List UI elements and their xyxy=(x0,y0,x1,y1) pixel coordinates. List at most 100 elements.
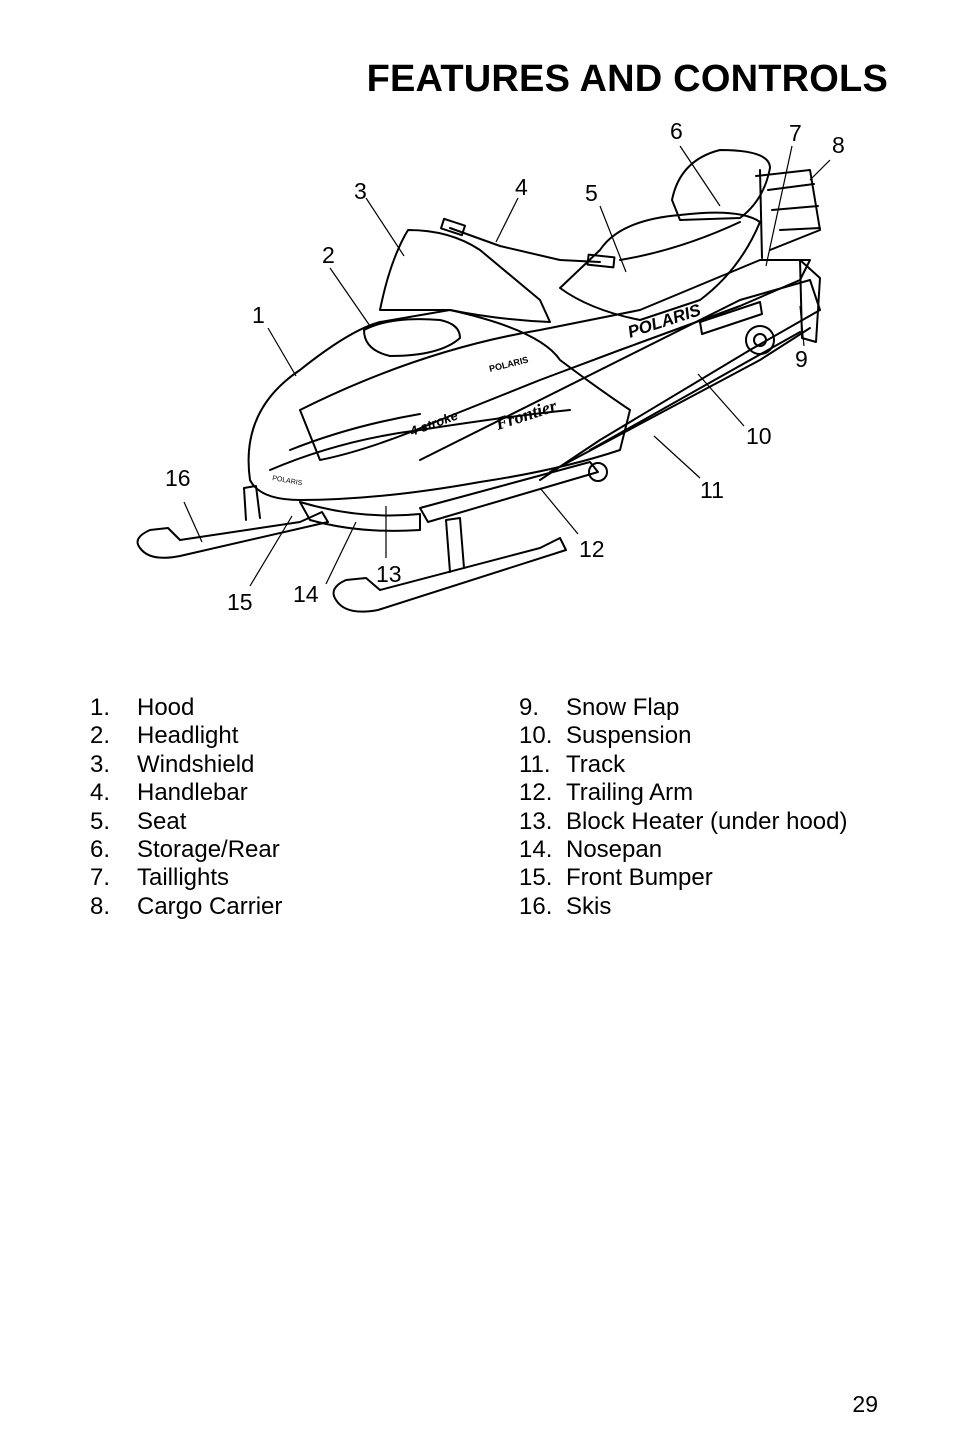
legend-num: 16. xyxy=(519,892,553,920)
callout-14: 14 xyxy=(293,581,319,607)
body-side xyxy=(299,259,811,461)
taillight xyxy=(699,301,763,335)
decal-polaris-side: POLARIS xyxy=(625,300,703,342)
legend-item: 15. Front Bumper xyxy=(519,864,847,892)
legend-num: 10. xyxy=(519,722,553,750)
legend-item: 12. Trailing Arm xyxy=(519,779,847,807)
legend-label: Hood xyxy=(137,694,195,721)
leader-12 xyxy=(539,487,579,535)
legend-item: 2. Headlight xyxy=(90,722,282,750)
legend-label: Storage/Rear xyxy=(137,836,280,864)
leader-3 xyxy=(365,197,405,257)
callout-15: 15 xyxy=(227,589,253,615)
leader-6 xyxy=(679,145,721,207)
callout-1: 1 xyxy=(252,302,265,328)
legend-item: 14. Nosepan xyxy=(519,836,847,864)
legend-item: 11.Track xyxy=(519,751,847,779)
legend-item: 13. Block Heater (under hood) xyxy=(519,808,847,836)
legend-label: Trailing Arm xyxy=(566,779,694,807)
tunnel xyxy=(419,279,821,481)
leader-1 xyxy=(267,327,297,377)
leader-14 xyxy=(325,521,357,585)
leader-8 xyxy=(809,159,831,181)
legend-item: 9. Snow Flap xyxy=(519,694,847,722)
headlight-shape xyxy=(363,318,461,357)
callout-6: 6 xyxy=(670,118,683,144)
legend-item: 5. Seat xyxy=(90,808,282,836)
legend-label: Skis xyxy=(566,892,612,920)
legend-num: 4. xyxy=(90,779,111,807)
legend-item: 1. Hood xyxy=(90,694,282,722)
callout-12: 12 xyxy=(579,536,605,562)
snowmobile-illustration: POLARIS POLARIS Frontier 4 stroke POLARI… xyxy=(136,145,831,613)
legend-label: Snow Flap xyxy=(566,694,680,721)
legend-item: 4. Handlebar xyxy=(90,779,282,807)
legend-label: Windshield xyxy=(137,750,255,778)
legend-item: 6. Storage/Rear xyxy=(90,836,282,864)
seat xyxy=(559,211,761,321)
legend-item: 10. Suspension xyxy=(519,722,847,750)
legend-label: Handlebar xyxy=(137,779,248,807)
legend-left: 1. Hood 2. Headlight 3. Windshield 4. Handle… xyxy=(90,694,282,921)
callout-13: 13 xyxy=(376,561,402,587)
callout-8: 8 xyxy=(832,132,845,158)
backrest xyxy=(671,149,771,221)
legend-num: 13. xyxy=(519,807,553,835)
handlebar xyxy=(449,227,601,263)
left-ski xyxy=(136,511,329,559)
leader-5 xyxy=(599,205,627,273)
decal-4-stroke: 4 stroke xyxy=(407,408,460,439)
leader-11 xyxy=(653,435,701,479)
legend-num: 15. xyxy=(519,864,553,892)
callout-2: 2 xyxy=(322,242,335,268)
leader-4 xyxy=(495,197,519,243)
leader-7 xyxy=(765,145,793,267)
nosepan xyxy=(299,501,421,532)
decal-frontier: Frontier xyxy=(492,395,560,434)
legend-num: 12. xyxy=(519,779,553,807)
legend-label: Taillights xyxy=(137,864,230,892)
snow-flap xyxy=(799,259,821,343)
legend-right: 9. Snow Flap 10. Suspension 11.Track 12. Tr… xyxy=(519,694,847,921)
hood xyxy=(247,309,631,501)
legend-item: 7. Taillights xyxy=(90,864,282,892)
windshield xyxy=(379,229,551,323)
legend-label: Seat xyxy=(137,807,187,835)
legend-item: 16. Skis xyxy=(519,893,847,921)
legend-num: 14. xyxy=(519,836,553,864)
legend-label: Nosepan xyxy=(566,836,663,864)
callout-16: 16 xyxy=(165,465,191,491)
legend-num: 5. xyxy=(90,807,111,835)
callout-3: 3 xyxy=(354,178,367,204)
callout-5: 5 xyxy=(585,180,598,206)
legend-label: Cargo Carrier xyxy=(137,892,283,920)
right-ski xyxy=(332,537,567,613)
legend-num: 3. xyxy=(90,750,111,778)
legend-label: Front Bumper xyxy=(566,864,713,892)
leader-10 xyxy=(697,373,745,427)
legend-num: 6. xyxy=(90,836,111,864)
legend-label: Track xyxy=(566,750,626,778)
legend-item: 8.Cargo Carrier xyxy=(90,893,282,921)
callout-10: 10 xyxy=(746,423,772,449)
leader-9 xyxy=(799,305,805,347)
callout-9: 9 xyxy=(795,346,808,372)
legend-label: Block Heater (under hood) xyxy=(566,807,848,835)
decal-bumper: POLARIS xyxy=(272,475,303,487)
legend-label: Headlight xyxy=(137,722,239,750)
callout-11: 11 xyxy=(700,477,724,503)
legend-num: 2. xyxy=(90,722,111,750)
page-title: FEATURES AND CONTROLS xyxy=(366,58,888,100)
legend-label: Suspension xyxy=(566,722,692,750)
legend-num: 9. xyxy=(519,694,540,721)
track xyxy=(549,327,811,473)
leader-16 xyxy=(183,501,203,543)
legend-num: 1. xyxy=(90,694,111,721)
legend-item: 3. Windshield xyxy=(90,751,282,779)
trailing-arm xyxy=(419,461,599,523)
leader-15 xyxy=(249,515,293,587)
leader-2 xyxy=(329,267,371,327)
cargo-rack xyxy=(755,169,821,259)
legend-num: 7. xyxy=(90,864,111,892)
callout-7: 7 xyxy=(789,120,802,146)
